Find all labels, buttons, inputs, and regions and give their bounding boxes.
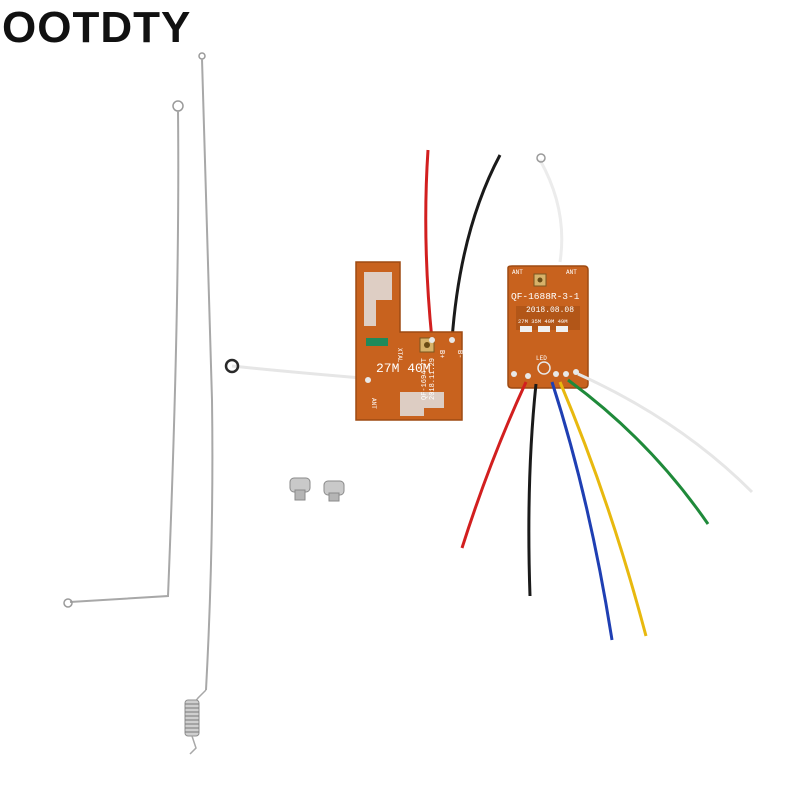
- transmitter-date-label: 2018.11.29: [429, 358, 437, 400]
- receiver-model-label: QF-1688R-3-1: [511, 291, 580, 302]
- receiver-led-label: LED: [536, 355, 547, 362]
- bent-antenna: [63, 100, 184, 608]
- transmitter-freq-label: 27M 40M: [376, 361, 431, 376]
- transmitter-xtal-label: XTAL: [396, 348, 403, 363]
- receiver-green-wire: [567, 378, 710, 525]
- receiver-ant-label-left: ANT: [512, 269, 523, 276]
- transmitter-pad-b-plus: B+: [437, 350, 445, 358]
- antenna-spring: [184, 699, 200, 755]
- receiver-red-wire: [460, 381, 528, 549]
- screw-1: [289, 477, 311, 501]
- transmitter-ant-label: ANT: [370, 398, 377, 409]
- receiver-wires: [460, 372, 754, 641]
- long-antenna: [184, 52, 214, 755]
- antenna-ring-terminal: [224, 358, 240, 374]
- transmitter-antenna-wire: [231, 364, 363, 380]
- transmitter-black-wire: [450, 154, 502, 341]
- brand-watermark: OOTDTY: [2, 3, 192, 52]
- receiver-board: ANT ANT QF-1688R-3-1 2018.08.08 27M 35M …: [507, 265, 589, 389]
- transmitter-board: 27M 40M QF-1694-7T 2018.11.29 ANT XTAL B…: [355, 261, 463, 421]
- receiver-black-wire: [527, 383, 538, 597]
- receiver-yellow-wire: [558, 381, 648, 637]
- receiver-antenna-loop: [536, 153, 546, 163]
- receiver-date-label: 2018.08.08: [526, 306, 574, 315]
- receiver-freq-strip: 27M 35M 40M 49M: [518, 318, 568, 325]
- receiver-white-wire: [577, 372, 754, 494]
- receiver-antenna-wire: [538, 159, 564, 263]
- transmitter-red-wire: [424, 149, 434, 341]
- transmitter-pad-b-minus: B-: [455, 350, 463, 358]
- receiver-ant-label-right: ANT: [566, 269, 577, 276]
- transmitter-model-label: QF-1694-7T: [421, 358, 429, 400]
- receiver-blue-wire: [550, 381, 614, 641]
- screw-2: [323, 480, 345, 502]
